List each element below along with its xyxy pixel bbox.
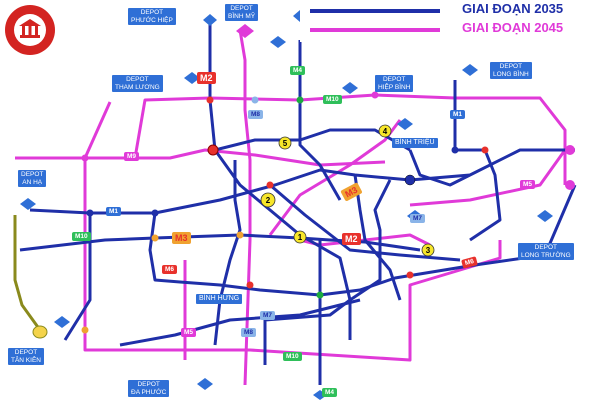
depot-label-text: DEPOT LONG BÌNH [493, 63, 529, 78]
depot-label-text: DEPOT TÂN KIÊN [11, 349, 41, 364]
marker-3 [421, 243, 435, 257]
line-tag-m3-west: M3 [172, 232, 191, 244]
line-tag-m7-south: M7 [260, 311, 276, 320]
station-node [206, 96, 214, 104]
station-label-binh-hung: BÌNH HƯNG [196, 294, 243, 304]
tan-kien-terminal [32, 325, 48, 339]
depot-label-text: DEPOT HIỆP BÌNH [378, 76, 411, 91]
depot-diamond-icon [197, 378, 213, 390]
interchange-nodes [81, 91, 489, 334]
depot-diamond-icon [203, 14, 217, 26]
depot-label-text: DEPOT THAM LƯƠNG [115, 76, 160, 91]
line-tag-m1: M1 [106, 207, 122, 216]
marker-4-text: 4 [383, 127, 388, 136]
station-node [316, 291, 324, 299]
station-node [81, 326, 89, 334]
station-node [236, 231, 244, 239]
marker-2 [260, 192, 276, 208]
depot-label-phuoc-hiep: DEPOT PHƯỚC HIỆP [128, 8, 176, 25]
depot-diamond-icon [270, 36, 286, 48]
line-tag-m10-west: M10 [72, 232, 91, 241]
line-tag-m9: M9 [124, 152, 140, 161]
depot-diamond-icon [236, 24, 254, 38]
station-node [151, 234, 159, 242]
depot-diamond-icon [397, 118, 413, 130]
legend-label-2045: GIAI ĐOẠN 2045 [462, 20, 564, 35]
station-node [86, 209, 94, 217]
depot-diamond-icon [54, 316, 70, 328]
depot-label-tan-kien: DEPOT TÂN KIÊN [8, 348, 44, 365]
station-node [266, 181, 274, 189]
station-node [246, 281, 254, 289]
depot-diamond-icon [20, 198, 36, 210]
station-node [481, 146, 489, 154]
station-node [451, 146, 459, 154]
terminal-node [565, 180, 575, 190]
numbered-markers: 1 2 3 4 5 [260, 124, 435, 257]
line-tag-m10-south: M10 [283, 352, 302, 361]
legend-line-2035 [310, 9, 440, 13]
line-tag-m7: M7 [410, 214, 426, 223]
line-tag-m1-east: M1 [450, 110, 466, 119]
depot-diamond-icon [462, 64, 478, 76]
depot-label-text: DEPOT BÌNH MỸ [228, 5, 256, 20]
depot-label-tham-luong: DEPOT THAM LƯƠNG [112, 75, 163, 92]
depot-label-binh-my: DEPOT BÌNH MỸ [225, 4, 259, 21]
marker-1-text: 1 [298, 233, 303, 242]
depot-diamonds [20, 10, 553, 400]
depot-label-text: DEPOT ĐA PHƯỚC [131, 381, 167, 396]
station-node [81, 154, 89, 162]
legend-line-2045 [310, 28, 440, 32]
depot-diamond-icon [184, 72, 200, 84]
marker-4 [378, 124, 392, 138]
line-tag-m4-south: M4 [322, 388, 338, 397]
station-node [296, 96, 304, 104]
station-node [151, 209, 159, 217]
marker-5 [278, 136, 292, 150]
depot-label-text: DEPOT AN HẠ [21, 171, 44, 186]
olive-branch-line [13, 215, 42, 331]
line-tag-m5: M5 [520, 180, 536, 189]
marker-1 [293, 230, 307, 244]
law-library-logo [5, 5, 55, 55]
depot-label-long-truong: DEPOT LONG TRƯỜNG [518, 243, 574, 260]
station-label-binh-trieu: BÌNH TRIỆU [392, 138, 438, 148]
station-node [251, 96, 259, 104]
depot-label-hiep-binh: DEPOT HIỆP BÌNH [375, 75, 414, 92]
line-tag-m2: M2 [197, 72, 216, 84]
depot-label-long-binh: DEPOT LONG BÌNH [490, 62, 532, 79]
line-tag-m2-east: M2 [342, 233, 361, 245]
line-tag-m5-south: M5 [181, 328, 197, 337]
line-tag-m8-south: M8 [241, 328, 257, 337]
station-node [404, 174, 416, 186]
phase-2045-lines [15, 29, 567, 386]
marker-2-text: 2 [266, 196, 271, 205]
station-node [371, 91, 379, 99]
depot-label-da-phuoc: DEPOT ĐA PHƯỚC [128, 380, 170, 397]
depot-label-text: DEPOT PHƯỚC HIỆP [131, 9, 173, 24]
station-node [406, 271, 414, 279]
marker-3-text: 3 [426, 246, 431, 255]
line-tag-m4: M4 [290, 66, 306, 75]
marker-5-text: 5 [283, 139, 288, 148]
red-interchange-node [207, 144, 219, 156]
depot-label-text: DEPOT LONG TRƯỜNG [521, 244, 571, 259]
phase-2035-lines [19, 20, 577, 385]
line-tag-m8: M8 [248, 110, 264, 119]
depot-diamond-icon [537, 210, 553, 222]
line-tag-m6: M6 [162, 265, 178, 274]
depot-diamond-icon [342, 82, 358, 94]
legend-label-2035: GIAI ĐOẠN 2035 [462, 1, 564, 16]
line-tag-m10: M10 [323, 95, 342, 104]
terminal-node [565, 145, 575, 155]
depot-label-an-ha: DEPOT AN HẠ [18, 170, 47, 187]
